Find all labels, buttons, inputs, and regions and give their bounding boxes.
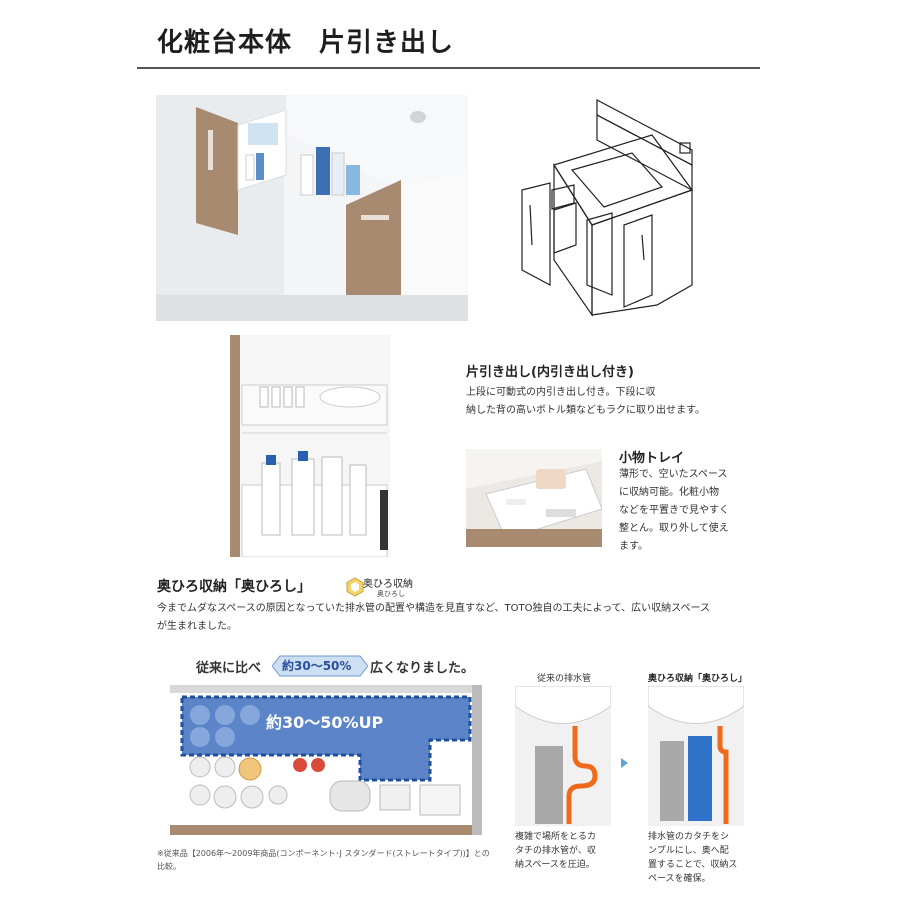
hexagon-icon (346, 577, 364, 597)
feature-drawer-title: 片引き出し(内引き出し付き) (466, 365, 634, 380)
feature-tray-line: などを平置きで見やすく (619, 505, 729, 516)
cabinet-storage-illustration: 約30～50%UP (170, 685, 482, 835)
compare-right-line: ペースを確保。 (648, 874, 711, 884)
drawer-photo (230, 335, 390, 557)
feature-drawer-line: 納した背の高いボトル類などもラクに取り出せます。 (466, 405, 705, 416)
compare-left-label: 従来の排水管 (537, 674, 592, 684)
title-divider (137, 67, 760, 69)
compare-arrow-icon (621, 758, 628, 768)
footnote: ※従来品【2006年～2009年商品(コンポーネント･J スタンダード(ストレー… (157, 847, 507, 873)
compare-right-label: 奥ひろ収納「奥ひろし」 (648, 674, 748, 684)
okuhiro-drain-illustration (647, 685, 745, 826)
intro-line: が生まれました。 (157, 621, 237, 632)
percent-badge-text: 約30～50% (282, 659, 352, 673)
headline-after: 広くなりました。 (370, 661, 475, 676)
compare-right-line: 置することで、収納ス (648, 860, 738, 870)
badge-line-1: 奥ひろ収納 (363, 579, 413, 590)
footnote-line: 比較。 (157, 862, 181, 871)
vanity-line-drawing (512, 95, 702, 321)
vanity-photo (156, 95, 468, 321)
compare-left-line: 納スペースを圧迫。 (515, 860, 595, 870)
conventional-drain-illustration (514, 685, 612, 826)
headline-before: 従来に比べ (196, 661, 262, 676)
feature-drawer-text: 上段に可動式の内引き出し付き。下段に収 納した背の高いボトル類などもラクに取り出… (466, 384, 766, 420)
okuhiro-badge: 奥ひろ収納 奥ひろし (345, 575, 425, 601)
feature-tray-line: ます。 (619, 541, 648, 552)
badge-line-2: 奥ひろし (377, 590, 405, 598)
feature-tray-text: 薄形で、空いたスペース に収納可能。化粧小物 などを平置きで見やすく 整とん。取… (619, 466, 749, 556)
feature-tray-line: 薄形で、空いたスペース (619, 469, 728, 480)
okuhiro-intro: 今までムダなスペースの原因となっていた排水管の配置や構造を見直すなど、TOTO独… (157, 600, 757, 636)
feature-tray-title: 小物トレイ (619, 451, 685, 466)
compare-right-text: 排水管のカタチをシ ンプルにし、奥へ配 置することで、収納ス ペースを確保。 (648, 830, 758, 886)
feature-tray-line: に収納可能。化粧小物 (619, 487, 719, 498)
cabinet-percent-label: 約30～50%UP (266, 713, 384, 732)
feature-drawer-line: 上段に可動式の内引き出し付き。下段に収 (466, 387, 656, 398)
tray-photo (466, 449, 602, 547)
compare-left-text: 複雑で場所をとるカ タチの排水管が、収 納スペースを圧迫。 (515, 830, 625, 872)
compare-right-line: ンプルにし、奥へ配 (648, 846, 729, 856)
okuhiro-section-title: 奥ひろ収納「奥ひろし」 (157, 579, 311, 595)
percent-arrow-badge: 約30～50% (272, 654, 368, 678)
footnote-line: ※従来品【2006年～2009年商品(コンポーネント･J スタンダード(ストレー… (157, 849, 490, 858)
compare-left-line: タチの排水管が、収 (515, 846, 596, 856)
compare-right-line: 排水管のカタチをシ (648, 832, 730, 842)
compare-left-line: 複雑で場所をとるカ (515, 832, 597, 842)
feature-tray-line: 整とん。取り外して使え (619, 523, 729, 534)
intro-line: 今までムダなスペースの原因となっていた排水管の配置や構造を見直すなど、TOTO独… (157, 603, 710, 614)
page-title: 化粧台本体 片引き出し (157, 28, 455, 58)
